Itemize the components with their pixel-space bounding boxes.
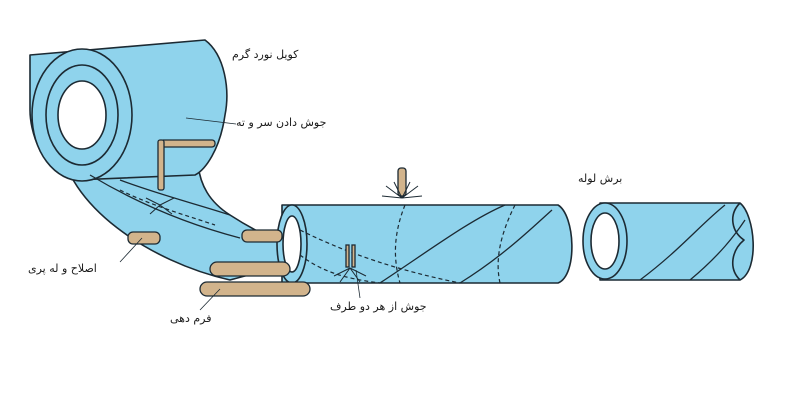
inside-weld-torch-b — [351, 244, 356, 268]
label-hot-rolled-coil: کویل نورد گرم — [232, 48, 299, 61]
label-end-welding: جوش دادن سر و ته — [236, 116, 327, 129]
label-forming: فرم دهی — [170, 312, 212, 325]
forming-roller-lower — [199, 281, 311, 297]
label-straightening-edges: اصلاح و له پری — [28, 262, 97, 275]
straightening-roller-left — [127, 231, 161, 245]
end-weld-torch — [157, 139, 165, 191]
label-welding-both-sides: جوش از هر دو طرف — [330, 300, 427, 313]
forming-roller-upper — [209, 261, 291, 277]
cut-pipe-break — [732, 202, 745, 281]
outside-weld-torch — [397, 167, 407, 197]
end-weld-torch-arm — [159, 139, 216, 148]
inside-weld-torch-a — [345, 244, 350, 268]
cut-pipe-bore — [590, 212, 620, 270]
formed-pipe-bore — [282, 215, 302, 273]
coil-core — [57, 80, 107, 150]
cut-pipe — [599, 202, 754, 281]
label-pipe-cutting: برش لوله — [578, 172, 623, 185]
straightening-roller-right — [241, 229, 283, 243]
formed-pipe — [281, 204, 573, 284]
